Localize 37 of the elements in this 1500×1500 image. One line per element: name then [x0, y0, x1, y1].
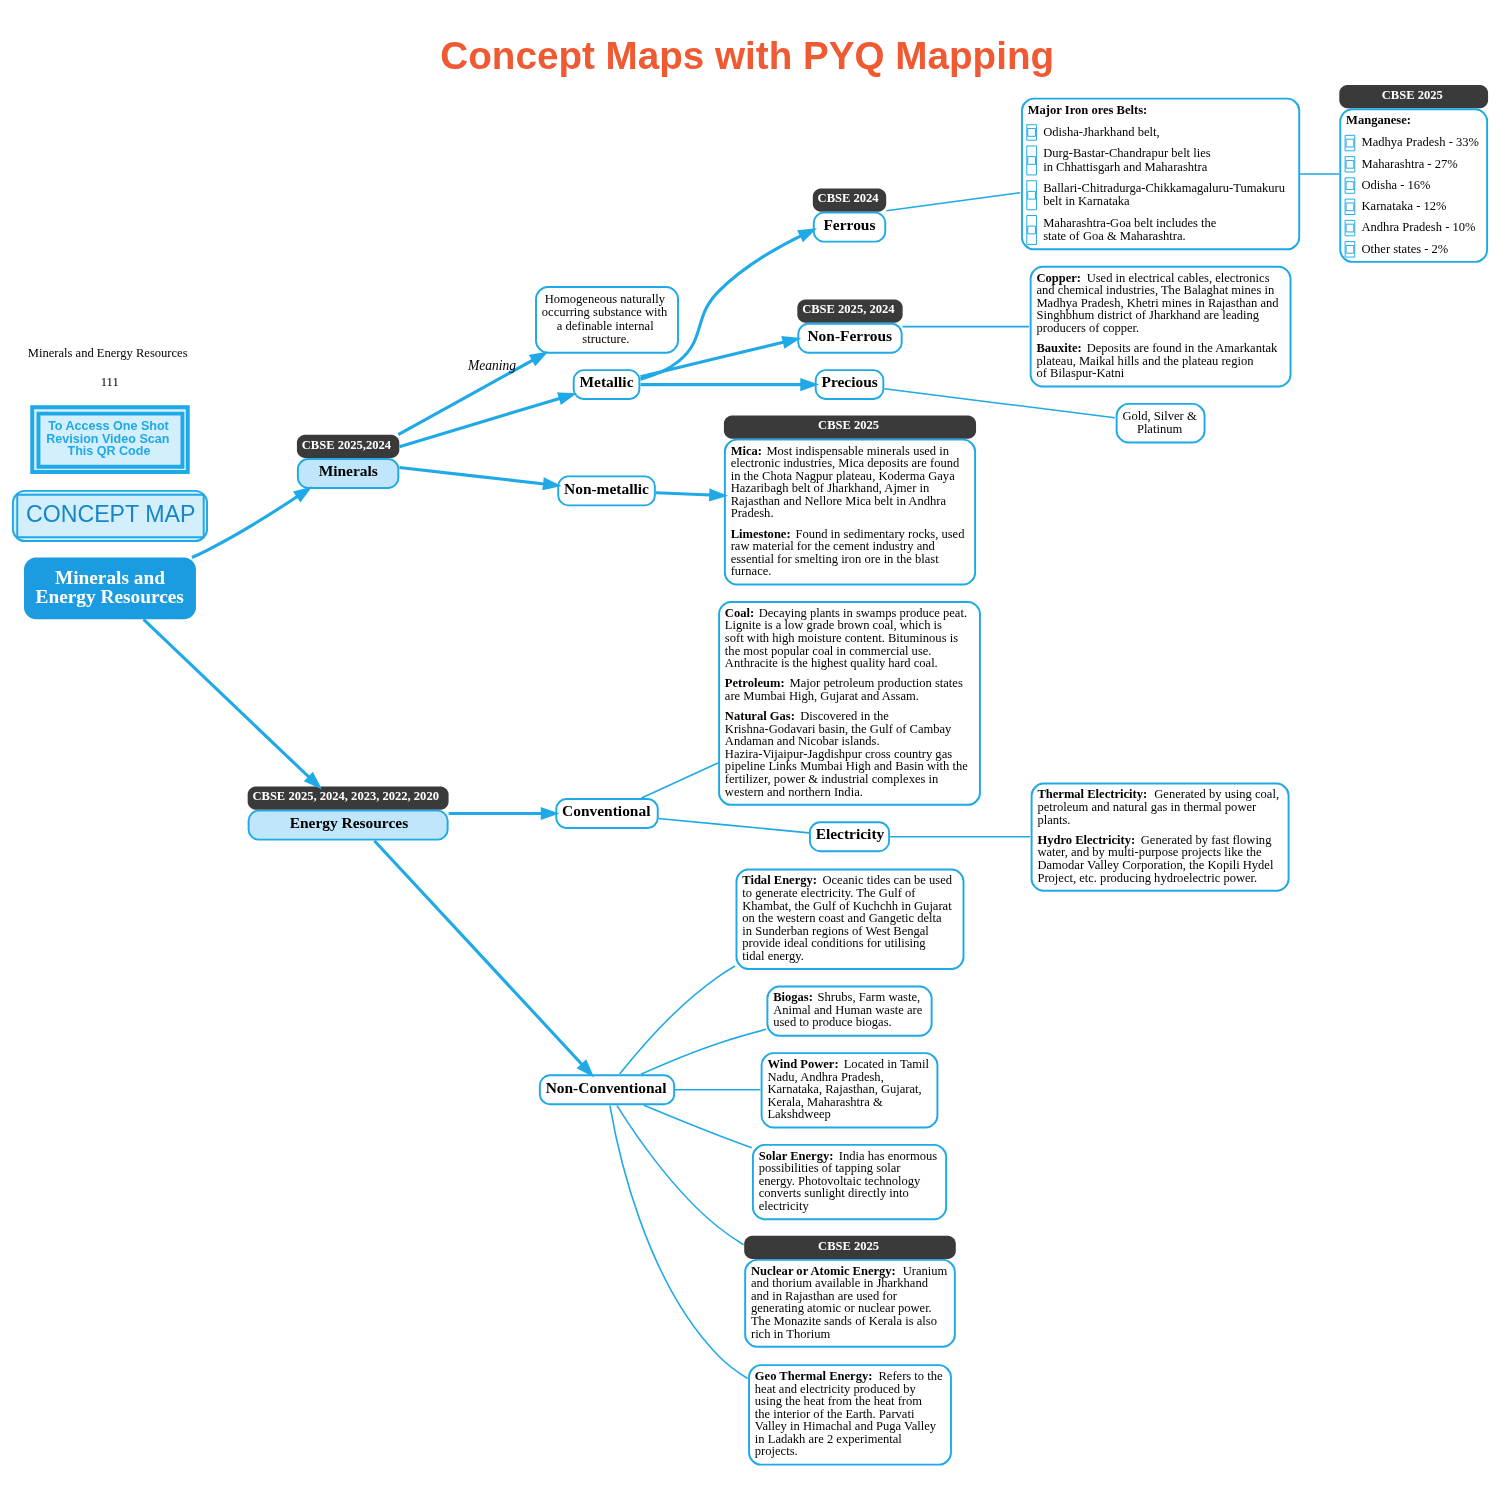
arrow	[397, 351, 549, 436]
arrow	[142, 618, 322, 790]
node-label: CBSE 2024	[817, 191, 879, 206]
connector	[640, 1028, 768, 1076]
node-box: Minerals and Energy Resources	[24, 557, 196, 620]
node-label: CBSE 2025	[1381, 88, 1443, 103]
node-label: CBSE 2025,2024	[301, 437, 391, 452]
arrow	[640, 378, 820, 392]
label: Minerals and Energy Resources	[27, 345, 188, 360]
connector	[674, 1089, 762, 1091]
label: To Access One Shot Revision Video Scan This QR Code	[46, 419, 170, 459]
arrow	[655, 488, 728, 502]
connector	[609, 1104, 749, 1380]
arrow	[640, 336, 802, 379]
node-label: CBSE 2025	[818, 418, 880, 433]
node-label: CBSE 2025, 2024, 2023, 2022, 2020	[252, 789, 439, 804]
node-label: CBSE 2025, 2024	[802, 302, 895, 317]
arrow	[448, 806, 560, 821]
connector	[883, 388, 1116, 419]
edge-label: Meaning	[467, 358, 516, 374]
connector	[901, 325, 1030, 328]
arrow	[639, 228, 817, 381]
label: 111	[100, 374, 119, 389]
arrow	[399, 392, 577, 449]
label: CONCEPT MAP	[25, 500, 196, 527]
node-label: CBSE 2025	[818, 1238, 880, 1253]
arrow	[399, 466, 562, 491]
connector	[1299, 173, 1340, 175]
connector	[889, 835, 1032, 838]
connector	[618, 965, 736, 1075]
connector	[640, 762, 719, 799]
connector	[657, 817, 810, 834]
connector	[885, 191, 1022, 212]
connector	[643, 1104, 753, 1149]
diagram-title: Concept Maps with PYQ Mapping	[440, 33, 1055, 77]
arrow	[191, 486, 313, 559]
arrow	[373, 839, 595, 1078]
